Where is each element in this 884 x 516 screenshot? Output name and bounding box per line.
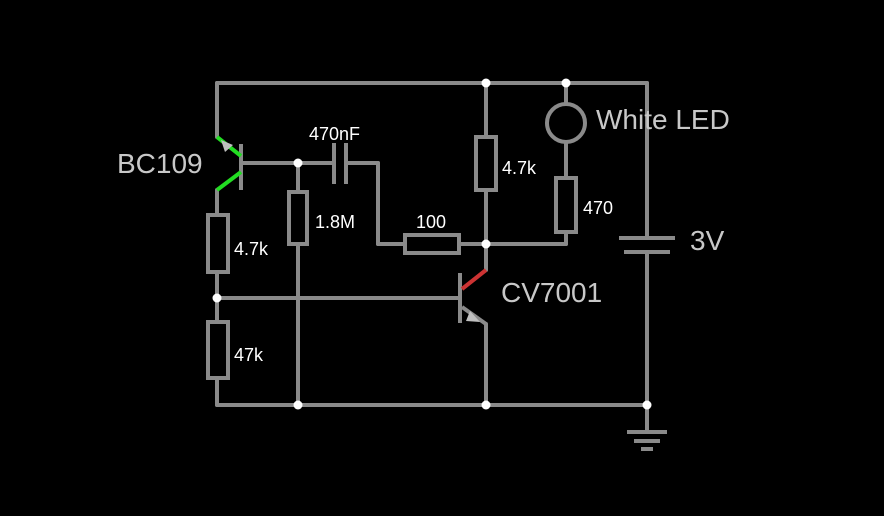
label-1-8m: 1.8M: [315, 212, 355, 232]
label-3v: 3V: [690, 225, 725, 256]
q1-collector-lead: [215, 170, 243, 192]
label-470: 470: [583, 198, 613, 218]
q2-arrow-icon: [466, 311, 480, 322]
q1-arrow-icon: [221, 140, 233, 152]
resistor-470[interactable]: [554, 176, 578, 234]
label-100: 100: [416, 212, 446, 232]
white-led-icon[interactable]: [545, 102, 587, 144]
ground-icon: [627, 430, 667, 451]
capacitor-470nf[interactable]: [332, 143, 348, 184]
resistor-4-7k-left[interactable]: [206, 213, 230, 274]
junction-dot: [481, 239, 491, 249]
q2-collector-lead: [460, 268, 488, 291]
resistor-4-7k-top[interactable]: [474, 135, 498, 192]
junction-dot: [293, 400, 303, 410]
junction-dot: [481, 400, 491, 410]
junction-dot: [293, 158, 303, 168]
resistor-47k[interactable]: [206, 320, 230, 380]
label-4-7k-left: 4.7k: [234, 239, 269, 259]
junction-dot: [642, 400, 652, 410]
resistor-100[interactable]: [403, 233, 461, 255]
cv7001-transistor[interactable]: [458, 268, 488, 326]
label-47k: 47k: [234, 345, 264, 365]
label-white-led: White LED: [596, 104, 730, 135]
label-470nf: 470nF: [309, 124, 360, 144]
junction-dot: [481, 78, 491, 88]
junction-dot: [561, 78, 571, 88]
junction-dot: [212, 293, 222, 303]
label-bc109: BC109: [117, 148, 203, 179]
resistor-1-8m[interactable]: [287, 190, 309, 246]
bc109-transistor[interactable]: [215, 135, 243, 192]
label-cv7001: CV7001: [501, 277, 602, 308]
battery-3v[interactable]: [619, 236, 675, 254]
label-4-7k-top: 4.7k: [502, 158, 537, 178]
